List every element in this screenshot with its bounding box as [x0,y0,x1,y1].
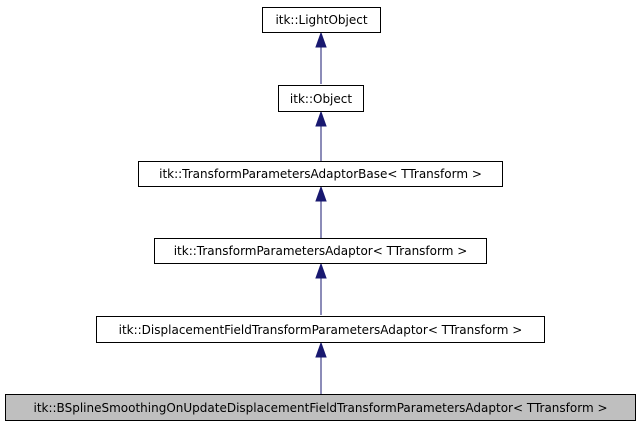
edge-bspline-to-displacement [315,341,327,394]
class-node-displacementfieldtransformparametersadaptor[interactable]: itk::DisplacementFieldTransformParameter… [96,316,545,343]
edge-adaptor-to-adaptorbase [315,185,327,238]
edge-object-to-lightobject [315,31,327,84]
class-node-bsplinesmoothingonupdatedisplacementfieldtransformparametersadaptor: itk::BSplineSmoothingOnUpdateDisplacemen… [5,394,636,421]
class-node-transformparametersadaptorbase[interactable]: itk::TransformParametersAdaptorBase< TTr… [138,161,503,187]
class-node-object[interactable]: itk::Object [278,85,364,112]
class-node-transformparametersadaptor[interactable]: itk::TransformParametersAdaptor< TTransf… [154,238,487,264]
edge-adaptorbase-to-object [315,110,327,163]
edge-displacement-to-adaptor [315,262,327,315]
class-node-lightobject[interactable]: itk::LightObject [262,7,381,33]
